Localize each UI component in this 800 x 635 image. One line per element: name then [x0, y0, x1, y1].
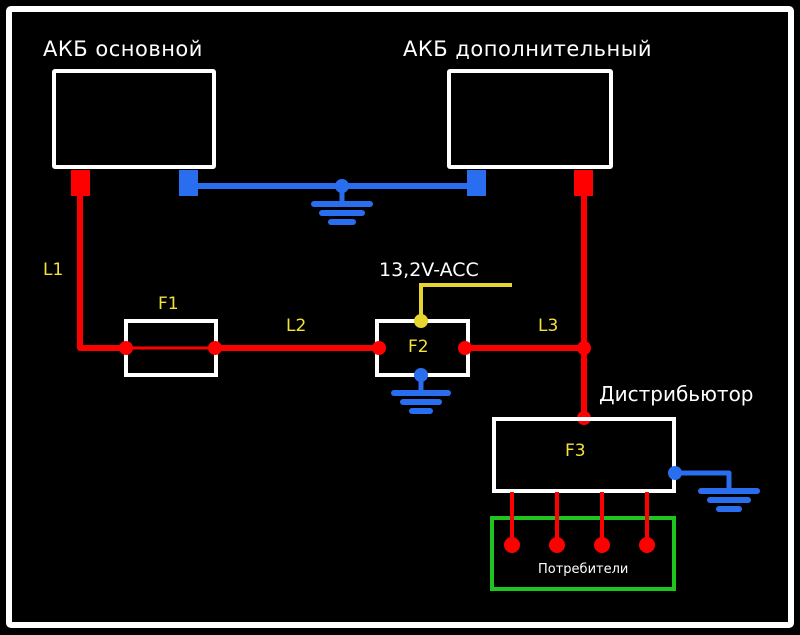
outer-frame — [6, 6, 794, 628]
ground-icon-batteries — [311, 179, 373, 225]
distributor-box[interactable] — [492, 417, 676, 493]
battery-main-positive-terminal[interactable] — [71, 170, 90, 196]
fuse-F2-node-in — [372, 341, 386, 355]
battery-aux-label: АКБ дополнительный — [403, 37, 653, 61]
acc-node — [414, 314, 428, 328]
wire-L1[interactable] — [77, 196, 125, 351]
battery-aux-negative-terminal[interactable] — [467, 170, 486, 196]
acc-label: 13,2V-ACC — [379, 259, 479, 281]
line-L2-label: L2 — [286, 316, 307, 336]
fuse-F2-label: F2 — [408, 337, 429, 357]
ground-icon-f2 — [391, 368, 451, 414]
ground-icon-distributor — [668, 466, 760, 512]
distributor-label: Дистрибьютор — [599, 382, 754, 406]
consumer-node — [504, 537, 520, 553]
fuse-F1-node-in — [119, 341, 133, 355]
consumers-box[interactable] — [490, 516, 676, 591]
consumers-label: Потребители — [538, 562, 629, 577]
battery-aux-positive-terminal[interactable] — [574, 170, 593, 196]
fuse-F3-label: F3 — [565, 441, 586, 461]
line-L1-label: L1 — [43, 260, 64, 280]
line-L3-label: L3 — [538, 316, 559, 336]
battery-aux-box[interactable] — [447, 69, 613, 169]
acc-wire[interactable] — [419, 283, 512, 321]
consumer-node — [549, 537, 565, 553]
fuse-F1-label: F1 — [158, 294, 179, 314]
battery-main-label: АКБ основной — [43, 37, 203, 61]
junction-node — [577, 341, 591, 355]
consumer-node — [639, 537, 655, 553]
battery-main-negative-terminal[interactable] — [179, 170, 198, 196]
battery-main-box[interactable] — [52, 69, 216, 169]
consumer-node — [594, 537, 610, 553]
